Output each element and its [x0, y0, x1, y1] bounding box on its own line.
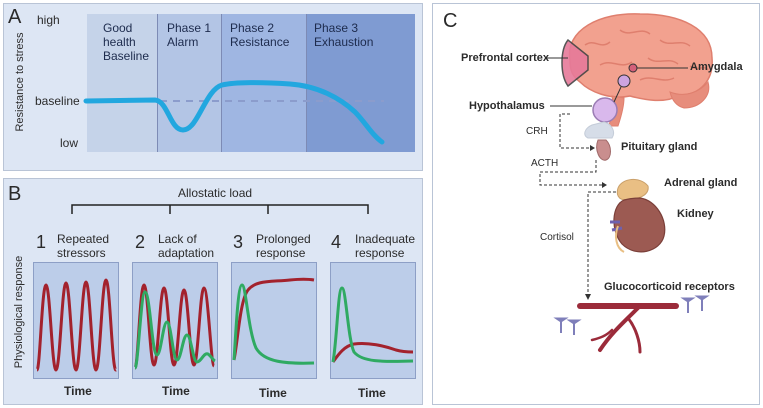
prefrontal-cortex-label: Prefrontal cortex — [461, 52, 550, 64]
scenario-1-x-label: Time — [64, 384, 92, 398]
scenario-4-green-curve — [331, 286, 414, 363]
scenario-4-red-curve — [331, 342, 414, 363]
scenario-3-x-label: Time — [259, 386, 287, 400]
hypothalamus-enlarged — [592, 97, 618, 123]
scenario-1-red-curve — [35, 278, 118, 372]
adrenal-gland — [616, 179, 649, 201]
phase-alarm-label: Phase 1 Alarm — [167, 21, 212, 49]
adrenal-gland-label: Adrenal gland — [664, 177, 738, 189]
phase-good-health — [87, 14, 158, 152]
allostatic-load-label: Allostatic load — [178, 186, 253, 200]
scenario-3-green-curve — [232, 283, 315, 365]
glucocorticoid-receptors — [553, 295, 710, 335]
scenario-2-x-label: Time — [162, 384, 190, 398]
panel-a-letter: A — [8, 6, 22, 28]
phase-good-health-label: Good health Baseline — [103, 21, 150, 63]
scenario-2-text: Lack of adaptation — [158, 232, 215, 260]
pituitary-gland-label: Pituitary gland — [621, 141, 698, 153]
panel-c-letter: C — [443, 10, 458, 32]
panel-b-letter: B — [8, 183, 22, 205]
phase-exhaustion — [307, 14, 415, 152]
scenario-4-text: Inadequate response — [355, 232, 416, 260]
acth-arrow — [539, 160, 604, 186]
y-tick-low: low — [60, 136, 79, 150]
scenario-2-number: 2 — [135, 232, 146, 252]
y-tick-baseline: baseline — [35, 94, 80, 108]
crh-label: CRH — [526, 126, 548, 137]
blood-vessel — [577, 303, 679, 354]
scenario-1-number: 1 — [36, 232, 47, 252]
cortisol-label: Cortisol — [540, 232, 574, 243]
scenario-4-number: 4 — [331, 232, 342, 252]
brain-illustration — [568, 13, 713, 127]
pituitary-gland — [596, 139, 611, 161]
scenario-4-x-label: Time — [358, 386, 386, 400]
amygdala-label: Amygdala — [690, 61, 743, 73]
phase-resistance-label: Phase 2 Resistance — [230, 21, 290, 49]
resistance-curve — [83, 80, 385, 145]
scenario-3-number: 3 — [233, 232, 244, 252]
cortisol-arrow — [587, 191, 616, 296]
y-tick-high: high — [37, 13, 60, 27]
kidney — [613, 197, 666, 253]
scenario-3-red-curve — [232, 277, 315, 361]
acth-label: ACTH — [531, 158, 559, 169]
scenario-1-text: Repeated stressors — [57, 232, 110, 260]
crh-arrow — [559, 113, 592, 149]
amygdala-marker — [628, 63, 638, 73]
scenario-3-text: Prolonged response — [256, 232, 311, 260]
hypothalamus-marker — [617, 74, 631, 88]
scenario-2-green-curve — [133, 290, 216, 370]
glucocorticoid-receptors-label: Glucocorticoid receptors — [604, 281, 735, 293]
prefrontal-highlight — [561, 38, 589, 88]
kidney-label: Kidney — [677, 208, 714, 220]
phase-exhaustion-label: Phase 3 Exhaustion — [314, 21, 374, 49]
hypothalamus-label: Hypothalamus — [469, 100, 545, 112]
